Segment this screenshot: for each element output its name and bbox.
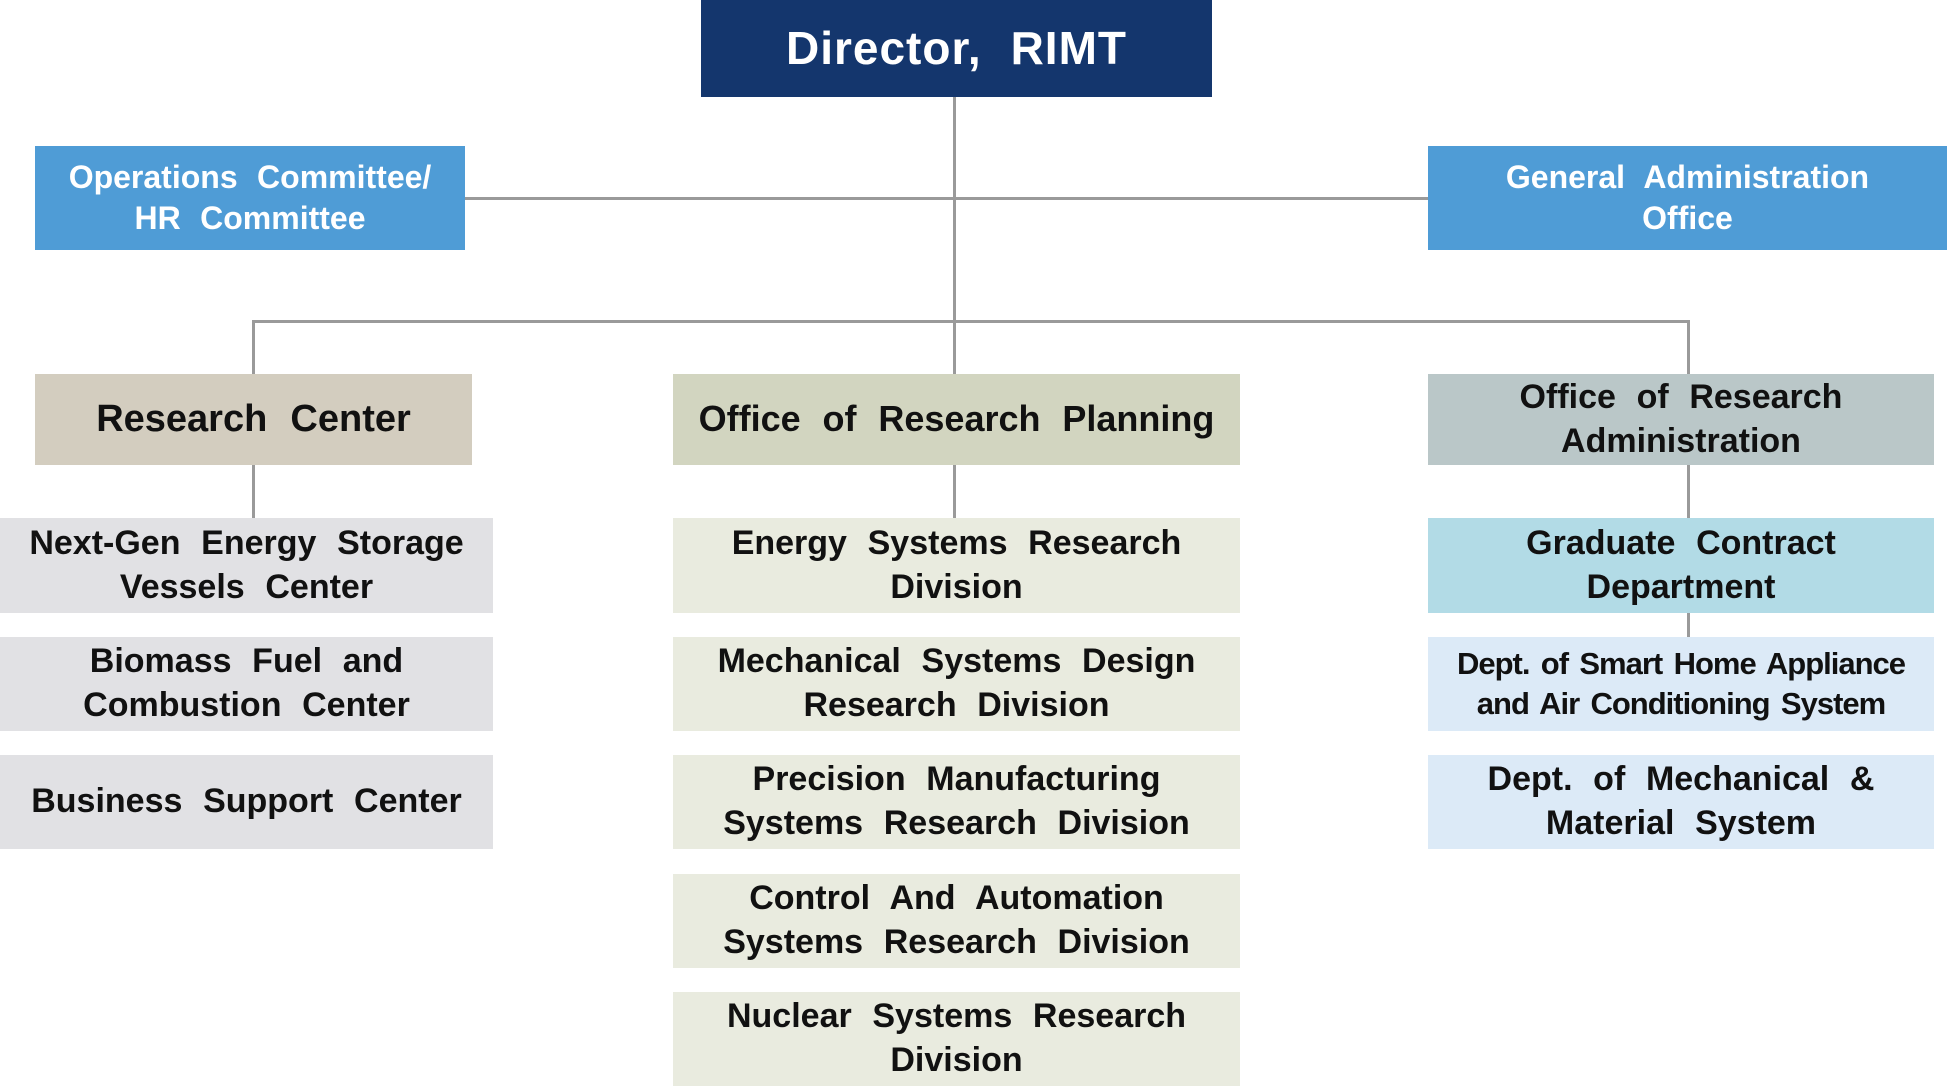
connector-administration-child xyxy=(1687,465,1690,518)
mechanical-systems-design-research-division-box: Mechanical Systems Design Research Divis… xyxy=(673,637,1240,731)
connector-graduate-dept xyxy=(1687,612,1690,637)
connector-administration-drop xyxy=(1687,320,1690,374)
energy-systems-research-division-box: Energy Systems Research Division xyxy=(673,518,1240,613)
precision-manufacturing-systems-research-division-box: Precision Manufacturing Systems Research… xyxy=(673,755,1240,849)
director-box: Director, RIMT xyxy=(701,0,1212,97)
connector-director-vertical xyxy=(953,97,956,375)
biomass-fuel-and-combustion-center-box: Biomass Fuel and Combustion Center xyxy=(0,637,493,731)
connector-committees-horizontal xyxy=(465,197,1428,200)
research-center-box: Research Center xyxy=(35,374,472,465)
connector-planning-child xyxy=(953,465,956,518)
next-gen-energy-storage-vessels-center-box: Next-Gen Energy Storage Vessels Center xyxy=(0,518,493,613)
dept-mechanical-material-system-box: Dept. of Mechanical & Material System xyxy=(1428,755,1934,849)
nuclear-systems-research-division-box: Nuclear Systems Research Division xyxy=(673,992,1240,1086)
graduate-contract-department-box: Graduate Contract Department xyxy=(1428,518,1934,613)
general-administration-office-box: General Administration Office xyxy=(1428,146,1947,250)
business-support-center-box: Business Support Center xyxy=(0,755,493,849)
control-and-automation-systems-research-division-box: Control And Automation Systems Research … xyxy=(673,874,1240,968)
dept-smart-home-appliance-air-conditioning-box: Dept. of Smart Home Appliance and Air Co… xyxy=(1428,637,1934,731)
office-of-research-administration-box: Office of Research Administration xyxy=(1428,374,1934,465)
connector-level2-horizontal xyxy=(252,320,1690,323)
office-of-research-planning-box: Office of Research Planning xyxy=(673,374,1240,465)
operations-hr-committee-box: Operations Committee/ HR Committee xyxy=(35,146,465,250)
connector-research-center-drop xyxy=(252,320,255,374)
connector-research-center-child xyxy=(252,465,255,518)
